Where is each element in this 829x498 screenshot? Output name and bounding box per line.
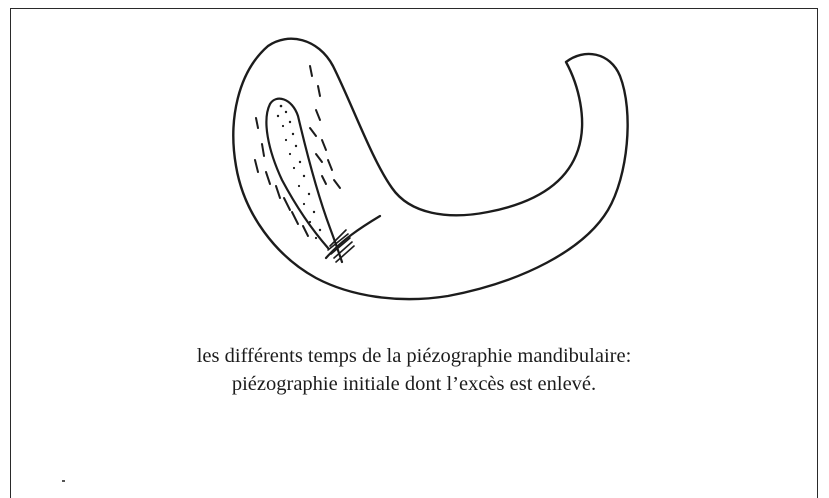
mandibular-piezography-drawing — [0, 0, 829, 484]
caption-line-2: piézographie initiale dont l’excès est e… — [10, 370, 818, 398]
dash-marks — [255, 66, 340, 236]
caption-line-1: les différents temps de la piézographie … — [10, 342, 818, 370]
inner-loop — [266, 99, 342, 262]
scan-speck — [62, 480, 65, 482]
mandible-outline — [233, 39, 627, 299]
